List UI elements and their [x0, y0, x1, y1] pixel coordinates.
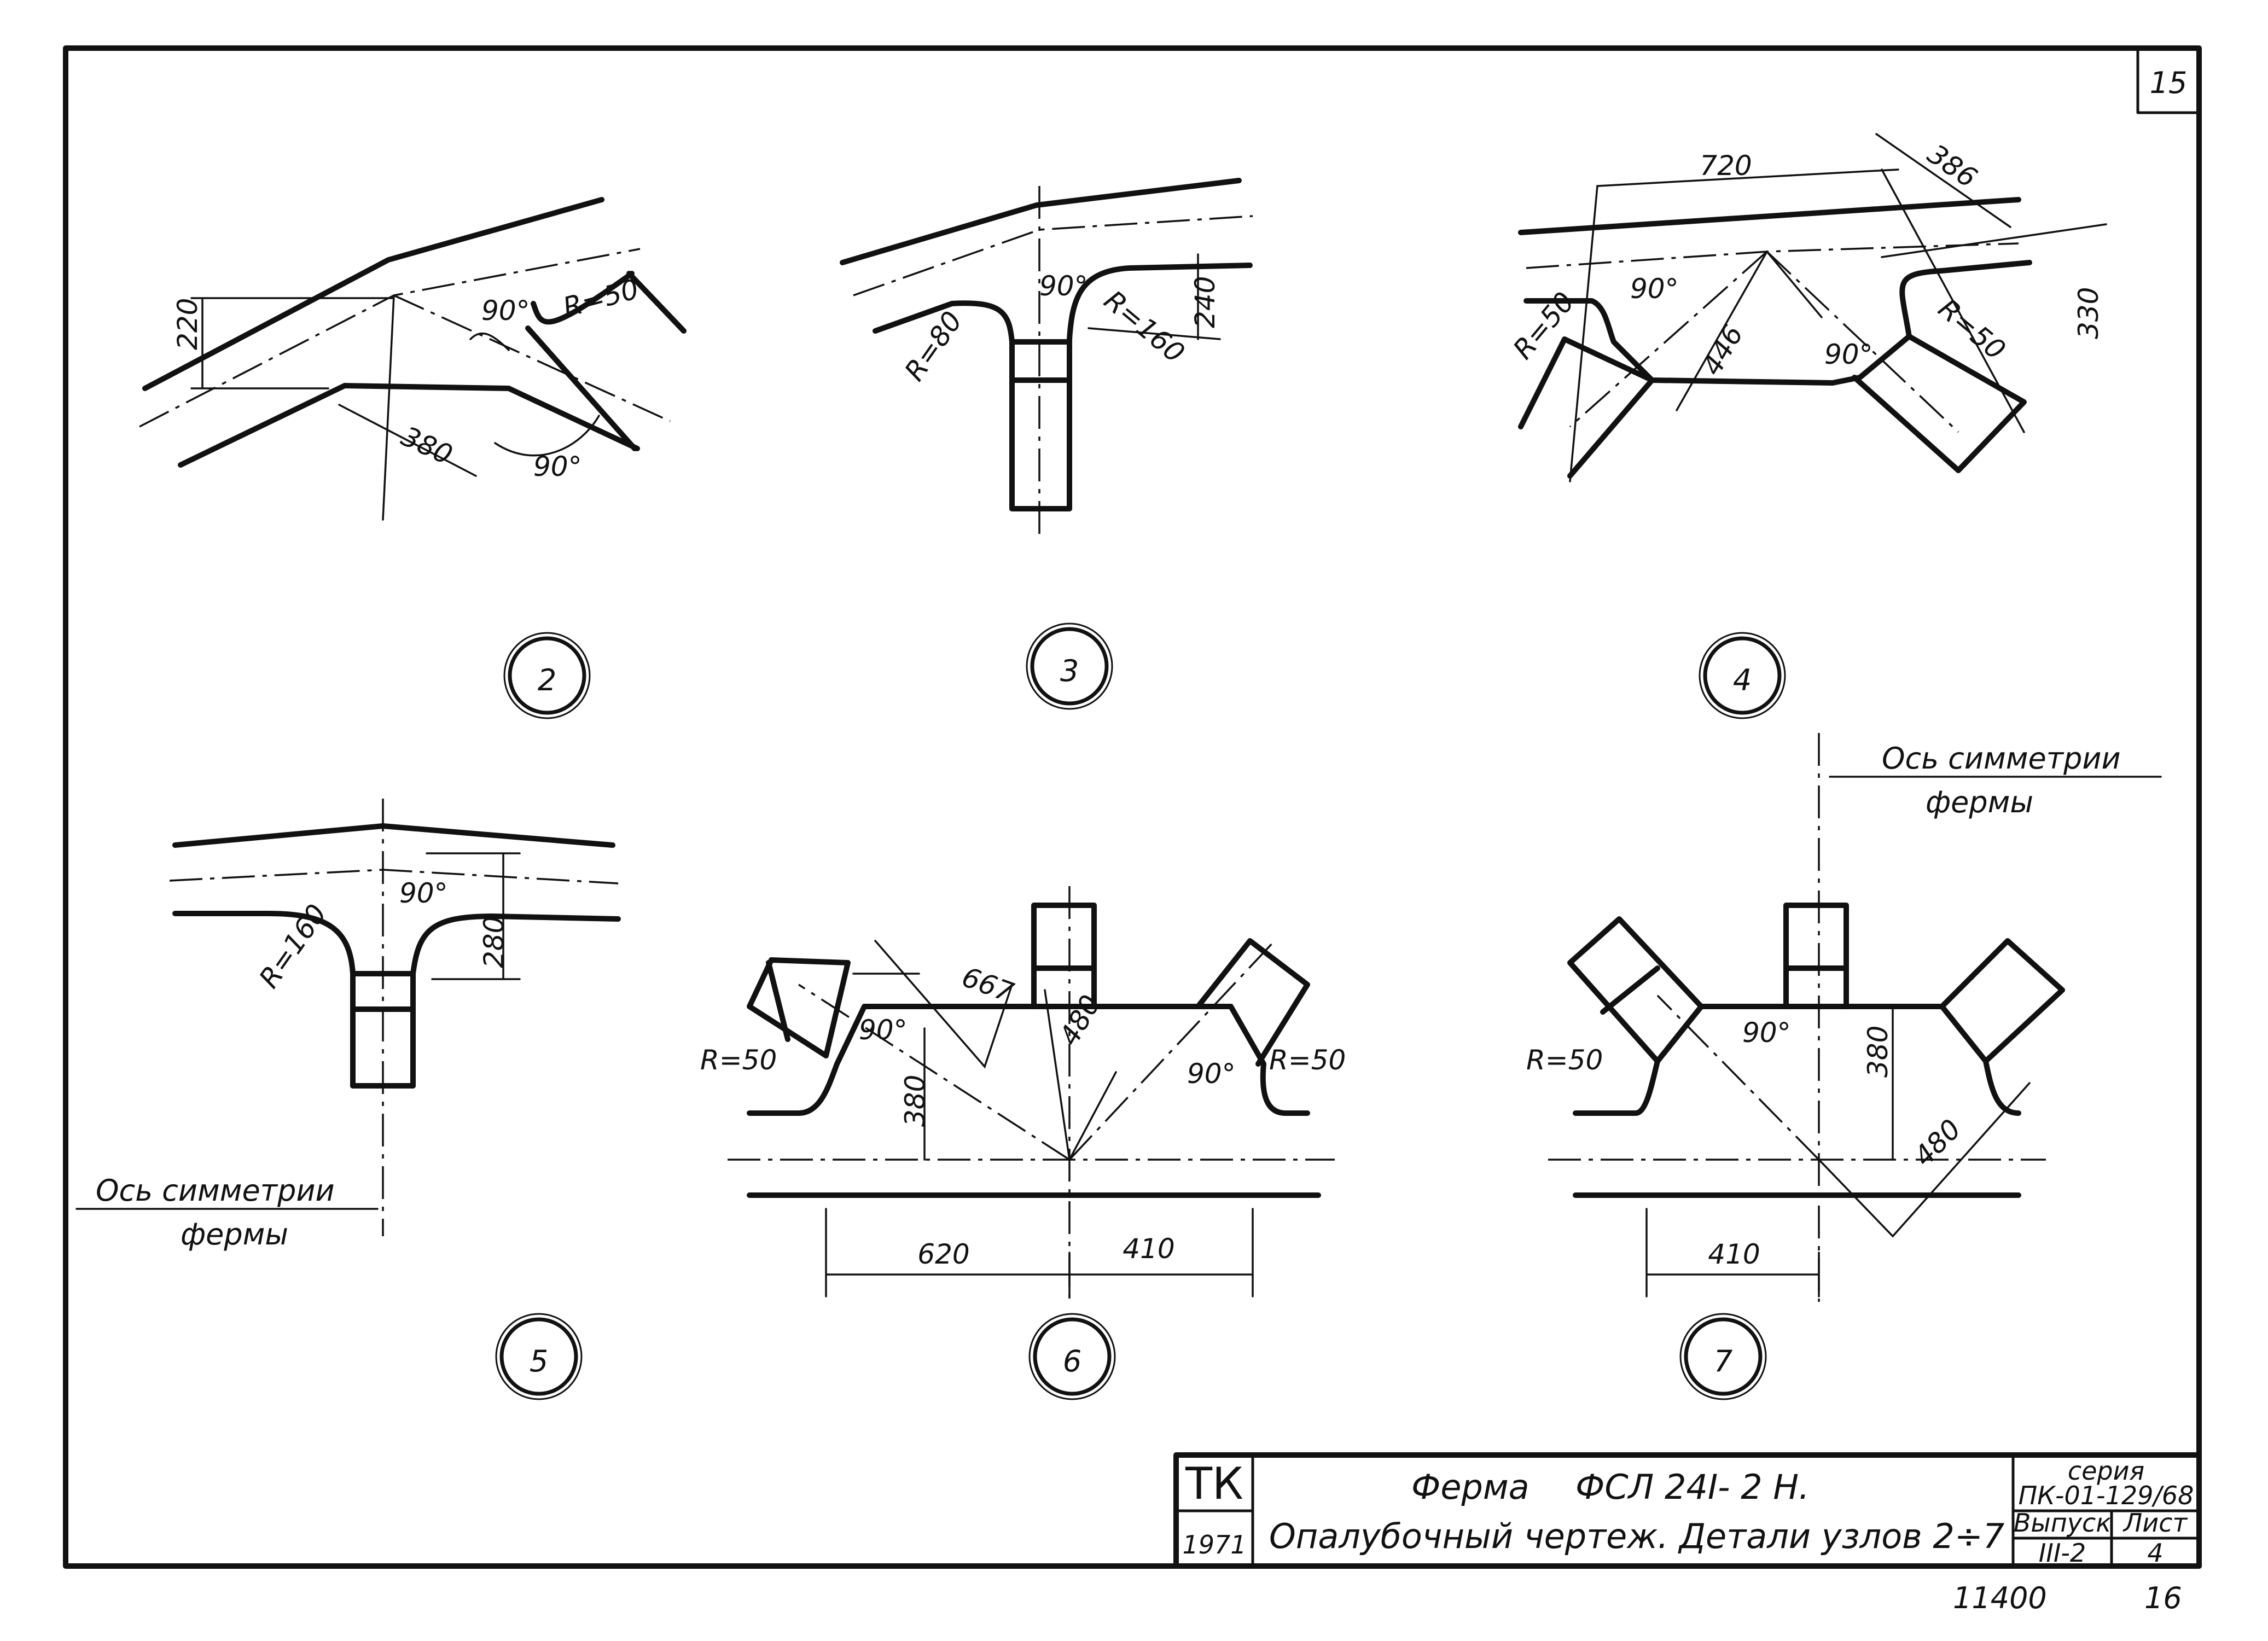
symmetry-label-right: Ось симметрии фермы	[1882, 741, 2121, 819]
node-5-dim-280: 280	[478, 916, 510, 968]
node-6-dim-r50-right: R=50	[1269, 1044, 1346, 1076]
node-3-dim-r160: R=160	[1098, 284, 1190, 369]
node-6-dim-90-right: 90°	[1187, 1058, 1236, 1090]
issue-label: Выпуск	[2014, 1508, 2111, 1538]
node-2-dim-r50: R=50	[560, 273, 642, 323]
node-6-dim-620: 620	[917, 1238, 969, 1270]
svg-text:фермы: фермы	[181, 1217, 288, 1252]
node-4-dim-446: 446	[1696, 319, 1749, 381]
node-6-dim-410: 410	[1123, 1233, 1174, 1265]
node-2-dim-90-top: 90°	[481, 295, 530, 327]
svg-text:4: 4	[1733, 663, 1752, 697]
node-6-dim-380: 380	[899, 1075, 931, 1127]
node-7-dim-380: 380	[1862, 1026, 1894, 1078]
node-2-dim-220: 220	[172, 298, 203, 350]
svg-text:5: 5	[530, 1344, 548, 1378]
node-4-marker: 4	[1699, 632, 1786, 719]
node-4-dim-90-bottom: 90°	[1824, 339, 1873, 370]
series-value: ПК-01-129/68	[2019, 1481, 2194, 1510]
node-4-dim-90-top: 90°	[1630, 273, 1679, 305]
svg-text:3: 3	[1060, 654, 1079, 688]
title-block: ТК 1971 Ферма ФСЛ 24I- 2 Н. Опалубочный …	[1173, 1452, 2202, 1569]
svg-text:6: 6	[1063, 1344, 1081, 1378]
node-2-dim-90-bottom: 90°	[533, 451, 582, 482]
node-4-dim-330: 330	[2073, 287, 2104, 339]
node-2-marker: 2	[503, 632, 591, 719]
node-2-dim-380: 380	[397, 420, 457, 471]
svg-text:2: 2	[538, 663, 556, 697]
node-3-dim-240: 240	[1189, 276, 1221, 328]
node-6-marker: 6	[1028, 1313, 1116, 1400]
svg-text:Ось симметрии: Ось симметрии	[96, 1173, 335, 1208]
node-7-dim-410: 410	[1708, 1238, 1760, 1270]
node-7-dim-r50: R=50	[1526, 1044, 1603, 1076]
node-3-detail: R=80 90° R=160 240 3	[840, 178, 1253, 710]
title-line1-a: Ферма	[1411, 1467, 1530, 1507]
node-5-marker: 5	[495, 1313, 583, 1400]
node-7-detail: R=50 90° 380 480 410 Ось симметрии фермы…	[1526, 733, 2162, 1400]
svg-text:Ось симметрии: Ось симметрии	[1882, 741, 2121, 776]
node-7-marker: 7	[1679, 1313, 1767, 1400]
node-6-dim-90-left: 90°	[859, 1014, 908, 1046]
node-5-dim-90: 90°	[399, 877, 448, 909]
svg-text:7: 7	[1714, 1344, 1732, 1378]
node-4-dim-r50-left: R=50	[1507, 286, 1581, 365]
node-7-dim-90: 90°	[1742, 1017, 1791, 1049]
symmetry-label-left: Ось симметрии фермы	[96, 1173, 335, 1252]
node-6-dim-r50-left: R=50	[700, 1044, 777, 1076]
title-block-org: ТК	[1185, 1458, 1243, 1509]
bottom-page: 16	[2144, 1581, 2182, 1615]
node-3-marker: 3	[1026, 622, 1113, 710]
svg-text:фермы: фермы	[1926, 785, 2033, 819]
sheet-label: Лист	[2122, 1508, 2188, 1538]
title-line1-b: ФСЛ 24I- 2 Н.	[1575, 1467, 1810, 1507]
node-4-detail: 720 386 330 R=50 90° R=50 446 90° 4	[1507, 133, 2107, 719]
node-6-dim-667: 667	[958, 961, 1018, 1009]
sheet-frame: 15	[63, 45, 2202, 1569]
title-line2: Опалубочный чертеж. Детали узлов 2÷7	[1269, 1516, 2004, 1556]
corner-sheet-number: 15	[2150, 66, 2188, 100]
node-4-dim-720: 720	[1700, 150, 1752, 182]
node-2-detail: 220 380 90° 90° R=50 2	[139, 197, 687, 719]
sheet-value: 4	[2147, 1538, 2163, 1568]
title-block-year: 1971	[1182, 1530, 1246, 1559]
bottom-code: 11400	[1953, 1581, 2047, 1615]
issue-value: III-2	[2039, 1538, 2086, 1568]
node-3-dim-90: 90°	[1039, 270, 1088, 302]
node-6-detail: 667 480 R=50 90° 380 90° R=50 620 410 6	[700, 886, 1346, 1400]
series-label: серия	[2068, 1456, 2144, 1486]
node-5-detail: R=160 90° 280 Ось симметрии фермы 5	[75, 799, 621, 1400]
node-6-dim-480: 480	[1053, 990, 1107, 1051]
